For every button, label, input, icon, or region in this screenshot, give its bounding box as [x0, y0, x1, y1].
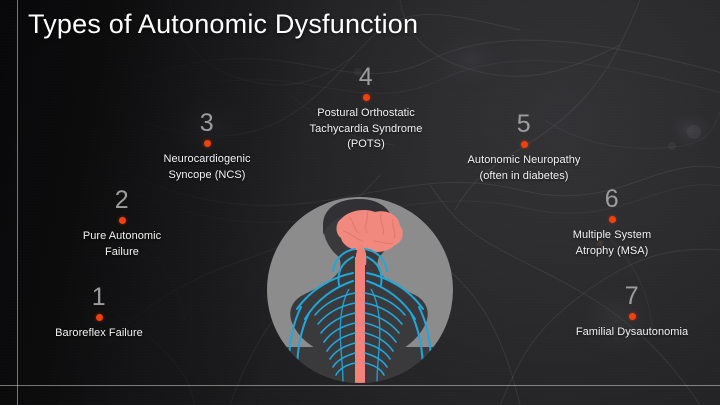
callout-number: 2 [114, 186, 130, 214]
callout-number: 4 [358, 63, 374, 91]
callout-number: 3 [199, 109, 215, 137]
callout-number: 5 [516, 110, 532, 138]
callout-label: Familial Dysautonomia [575, 326, 689, 338]
callout-label: Neurocardiogenic Syncope (NCS) [163, 153, 251, 181]
autonomic-nervous-system-illustration [267, 197, 453, 383]
callout-dot-marker [203, 140, 211, 147]
spinal-cord [355, 257, 365, 383]
horizontal-rule [0, 385, 720, 386]
callout-number: 1 [91, 283, 107, 311]
callout-dot-marker [95, 314, 103, 321]
callout-dot-marker [118, 217, 126, 224]
callout-dot-marker [628, 313, 636, 320]
callout-label: Postural Orthostatic Tachycardia Syndrom… [309, 107, 423, 150]
callout-label: Baroreflex Failure [55, 327, 143, 339]
callout-label: Pure Autonomic Failure [82, 230, 162, 258]
callout-number: 7 [624, 282, 640, 310]
page-title: Types of Autonomic Dysfunction [28, 9, 419, 39]
callout-dot-marker [608, 216, 616, 223]
vertical-rule [17, 0, 18, 405]
callout-dot-marker [520, 141, 528, 148]
callout-dot-marker [362, 94, 370, 101]
callout-label: Autonomic Neuropathy (often in diabetes) [467, 154, 581, 182]
callout-number: 6 [604, 185, 620, 213]
callout-label: Multiple System Atrophy (MSA) [572, 229, 652, 257]
